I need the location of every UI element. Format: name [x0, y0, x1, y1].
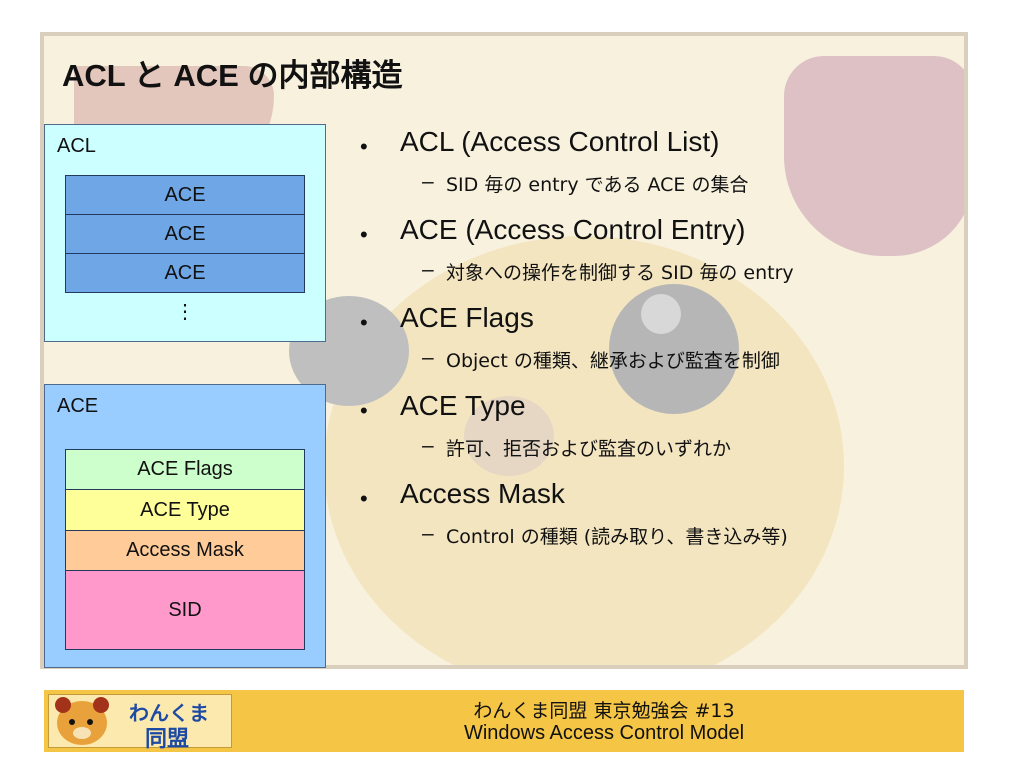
bullet-dot: • [360, 310, 368, 335]
footer-talk-title: Windows Access Control Model [463, 722, 745, 744]
sub-bullet-dash: – [422, 258, 434, 281]
bullet-list: • ACL (Access Control List) – SID 毎の ent… [360, 126, 960, 566]
acl-diagram: ACL ACE ACE ACE ⋮ [44, 124, 326, 342]
sub-bullet-text: 許可、拒否および監査のいずれか [446, 438, 732, 460]
slide-title: ACL と ACE の内部構造 [62, 58, 403, 93]
ace-field-flags: ACE Flags [65, 449, 305, 490]
bullet-item: • ACE Flags [360, 302, 960, 348]
bullet-item: • ACE (Access Control Entry) [360, 214, 960, 260]
sub-bullet-text: Object の種類、継承および監査を制御 [446, 350, 780, 372]
bullet-item: • ACL (Access Control List) [360, 126, 960, 172]
acl-ace-row: ACE [65, 214, 305, 254]
bullet-text: ACE Type [400, 390, 526, 421]
bullet-dot: • [360, 222, 368, 247]
bear-logo-eye-icon [69, 719, 75, 725]
bear-eye-shine-decoration [641, 294, 681, 334]
wankuma-logo: わんくま 同盟 [48, 694, 232, 752]
bear-logo-muzzle-icon [73, 727, 91, 739]
logo-text-doumei: 同盟 [145, 727, 190, 752]
acl-label: ACL [57, 135, 96, 157]
acl-ace-row: ACE [65, 175, 305, 215]
ace-field-access-mask: Access Mask [65, 530, 305, 571]
bear-face-decoration [324, 236, 844, 665]
acl-ace-row: ACE [65, 253, 305, 293]
bear-nose-decoration [464, 396, 554, 476]
sub-bullet-item: – Object の種類、継承および監査を制御 [360, 344, 960, 390]
bullet-text: Access Mask [400, 478, 565, 509]
bullet-text: ACE Flags [400, 302, 534, 333]
sub-bullet-dash: – [422, 522, 434, 545]
bullet-text: ACE (Access Control Entry) [400, 214, 746, 245]
bullet-text: ACL (Access Control List) [400, 126, 720, 157]
sub-bullet-item: – 許可、拒否および監査のいずれか [360, 432, 960, 478]
logo-text-wankuma: わんくま [129, 701, 209, 725]
ace-diagram: ACE ACE Flags ACE Type Access Mask SID [44, 384, 326, 668]
bear-logo-eye-icon [87, 719, 93, 725]
sub-bullet-dash: – [422, 170, 434, 193]
bullet-dot: • [360, 398, 368, 423]
footer-event-title: わんくま同盟 東京勉強会 #13 [473, 700, 735, 722]
ace-field-sid: SID [65, 570, 305, 650]
sub-bullet-text: 対象への操作を制御する SID 毎の entry [446, 262, 794, 284]
bear-ear-right-decoration [784, 56, 964, 256]
sub-bullet-item: – 対象への操作を制御する SID 毎の entry [360, 256, 960, 302]
bear-logo-ear-icon [93, 697, 109, 713]
bullet-item: • Access Mask [360, 478, 960, 524]
bullet-dot: • [360, 134, 368, 159]
sub-bullet-item: – Control の種類 (読み取り、書き込み等) [360, 520, 960, 566]
acl-continuation: ⋮ [175, 301, 195, 323]
footer-bar: わんくま 同盟 わんくま同盟 東京勉強会 #13 Windows Access … [44, 690, 964, 752]
sub-bullet-dash: – [422, 434, 434, 457]
sub-bullet-text: SID 毎の entry である ACE の集合 [446, 174, 749, 196]
sub-bullet-dash: – [422, 346, 434, 369]
ace-field-type: ACE Type [65, 489, 305, 531]
ace-label: ACE [57, 395, 99, 417]
sub-bullet-text: Control の種類 (読み取り、書き込み等) [446, 526, 788, 548]
bullet-dot: • [360, 486, 368, 511]
sub-bullet-item: – SID 毎の entry である ACE の集合 [360, 168, 960, 214]
bullet-item: • ACE Type [360, 390, 960, 436]
bear-logo-ear-icon [55, 697, 71, 713]
